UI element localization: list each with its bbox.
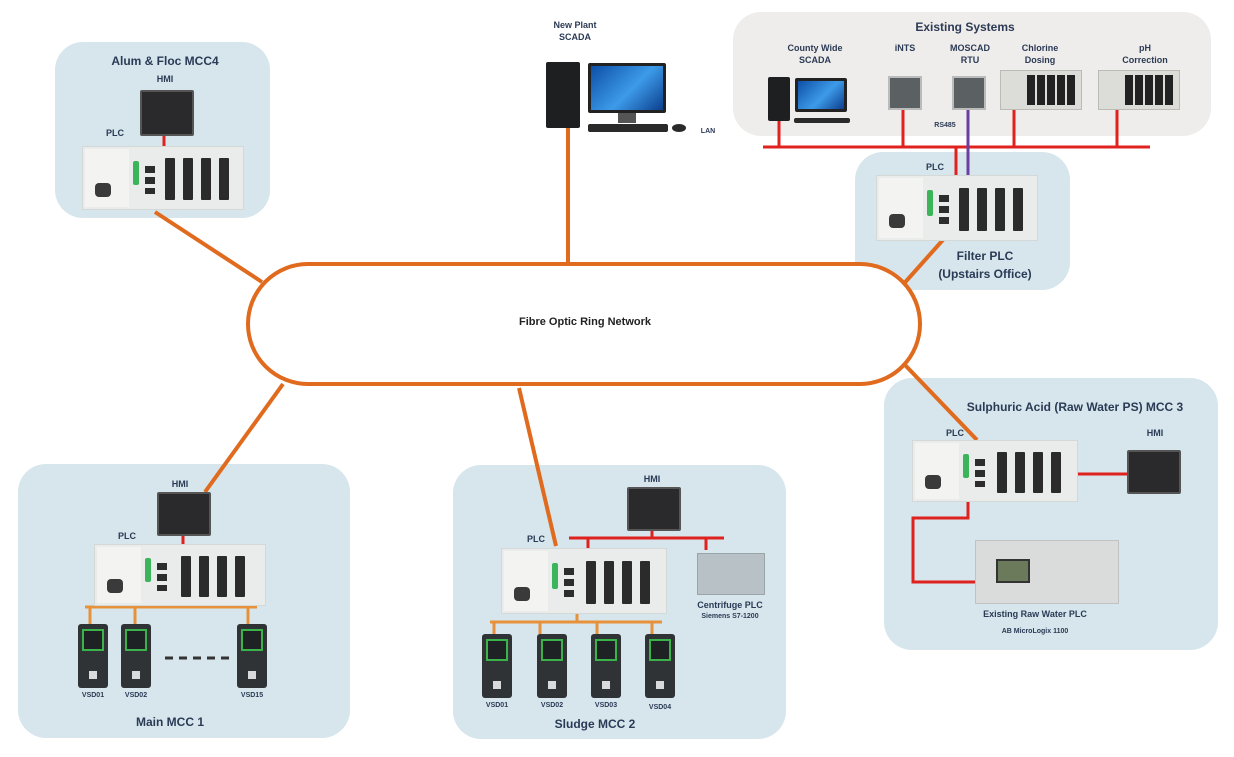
new-scada-monitor-stand — [618, 113, 636, 123]
fibre-link-alum-floc — [153, 210, 264, 284]
filter-plc-title-line1: Filter PLC — [956, 249, 1014, 263]
fibre-link-main-mcc1 — [203, 382, 285, 494]
chlorine-dosing-label-2: Dosing — [1024, 55, 1056, 65]
main-mcc1-vsd-3 — [237, 624, 267, 688]
sulphuric-plc-device — [912, 440, 1078, 502]
sludge-hmi-device — [627, 487, 681, 531]
sludge-vsd-4 — [645, 634, 675, 698]
existing-systems-title: Existing Systems — [915, 20, 1015, 34]
filter-plc-label: PLC — [926, 162, 944, 172]
sludge-plc-device — [501, 548, 667, 614]
sulphuric-hmi-device — [1127, 450, 1181, 494]
county-scada-monitor — [795, 78, 847, 112]
fibre-optic-ring — [246, 262, 922, 386]
centrifuge-plc-label-1: Centrifuge PLC — [697, 600, 763, 610]
raw-water-plc-label-2: AB MicroLogix 1100 — [1001, 628, 1069, 635]
ph-correction-label-1: pH — [1139, 43, 1151, 53]
sludge-vsd-4-label: VSD04 — [648, 704, 672, 711]
county-scada-label-1: County Wide — [787, 43, 843, 53]
moscad-label-2: RTU — [960, 55, 980, 65]
alum-floc-title: Alum & Floc MCC4 — [111, 54, 219, 68]
county-scada-label-2: SCADA — [798, 55, 831, 65]
filter-plc-title-line2: (Upstairs Office) — [938, 267, 1032, 281]
ph-correction-plc — [1098, 70, 1180, 110]
rs485-label: RS485 — [934, 122, 956, 129]
existing-raw-water-plc-device — [975, 540, 1119, 604]
sludge-vsd-3 — [591, 634, 621, 698]
centrifuge-plc-label-2: Siemens S7-1200 — [701, 613, 759, 620]
sulphuric-acid-mcc3-panel — [884, 378, 1218, 650]
main-mcc1-plc-label: PLC — [118, 531, 136, 541]
sludge-mcc2-title: Sludge MCC 2 — [554, 717, 636, 731]
new-scada-monitor — [588, 63, 666, 113]
main-mcc1-vsd-2-label: VSD02 — [124, 692, 148, 699]
fibre-link-sulphuric — [903, 363, 979, 442]
alum-floc-plc-label: PLC — [106, 128, 124, 138]
sulphuric-title: Sulphuric Acid (Raw Water PS) MCC 3 — [966, 400, 1184, 414]
chlorine-dosing-label-1: Chlorine — [1021, 43, 1059, 53]
new-scada-pc-tower — [546, 62, 580, 128]
main-mcc1-vsd-1-label: VSD01 — [81, 692, 105, 699]
new-scada-title-line2: SCADA — [558, 32, 591, 42]
alum-floc-hmi-label: HMI — [156, 74, 174, 84]
main-mcc1-vsd-1 — [78, 624, 108, 688]
sludge-vsd-1-label: VSD01 — [485, 702, 509, 709]
county-scada-pc-tower — [768, 77, 790, 121]
main-mcc1-vsd-3-label: VSD15 — [240, 692, 264, 699]
sludge-plc-label: PLC — [527, 534, 545, 544]
sludge-vsd-2 — [537, 634, 567, 698]
ints-device — [888, 76, 922, 110]
fibre-link-filter-plc — [898, 230, 952, 290]
sludge-vsd-1 — [482, 634, 512, 698]
moscad-label-1: MOSCAD — [950, 43, 990, 53]
sludge-hmi-label: HMI — [643, 474, 661, 484]
county-scada-keyboard — [794, 118, 850, 123]
ph-correction-label-2: Correction — [1122, 55, 1168, 65]
sludge-vsd-3-label: VSD03 — [594, 702, 618, 709]
fibre-link-sludge-mcc2 — [517, 387, 558, 547]
ints-label: iNTS — [894, 43, 916, 53]
raw-water-plc-label-1: Existing Raw Water PLC — [983, 609, 1087, 619]
centrifuge-plc-device — [697, 553, 765, 595]
new-scada-keyboard — [588, 124, 668, 132]
sludge-vsd-2-label: VSD02 — [540, 702, 564, 709]
main-mcc1-hmi-label: HMI — [171, 479, 189, 489]
moscad-rtu-device — [952, 76, 986, 110]
sulphuric-plc-label: PLC — [946, 428, 964, 438]
new-scada-title-line1: New Plant — [553, 20, 597, 30]
new-scada-mouse — [672, 124, 686, 132]
main-mcc1-title: Main MCC 1 — [135, 715, 204, 729]
alum-floc-plc-device — [82, 146, 244, 210]
main-mcc1-plc-device — [94, 544, 266, 606]
main-mcc1-vsd-2 — [121, 624, 151, 688]
new-scada-lan-label: LAN — [700, 128, 716, 135]
fibre-ring-label: Fibre Optic Ring Network — [518, 316, 651, 328]
alum-floc-hmi-device — [140, 90, 194, 136]
chlorine-dosing-plc — [1000, 70, 1082, 110]
main-mcc1-hmi-device — [157, 492, 211, 536]
filter-plc-device — [876, 175, 1038, 241]
sulphuric-hmi-label: HMI — [1146, 428, 1164, 438]
